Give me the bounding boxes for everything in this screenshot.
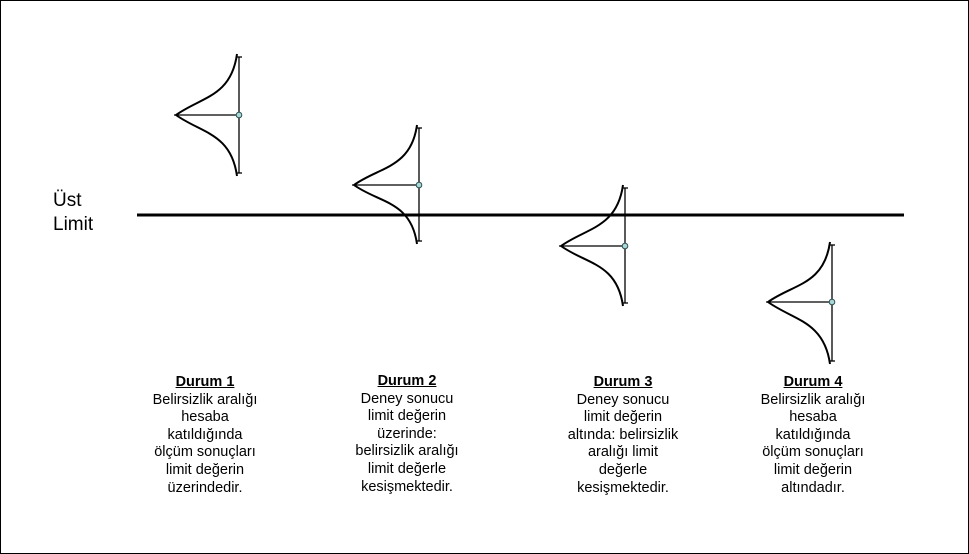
- distribution-glyph-3: [559, 184, 629, 307]
- case-text-line: değerle: [598, 461, 648, 478]
- normal-distribution-curve: [559, 184, 624, 307]
- distribution-glyph-2: [352, 124, 423, 245]
- case-text-line: üzerinde:: [377, 425, 437, 442]
- case-text-line: katıldığında: [775, 426, 851, 443]
- distribution-glyph-1: [174, 53, 243, 177]
- case-text-line: Deney sonucu: [360, 390, 454, 407]
- case-text-line: altındadır.: [781, 479, 845, 496]
- case-text-line: Belirsizlik aralığı: [760, 391, 866, 408]
- case-text-line: üzerindedir.: [167, 479, 243, 496]
- case-2-description: Durum 2 Deney sonucu limit değerin üzeri…: [317, 373, 497, 496]
- normal-distribution-curve: [352, 124, 418, 245]
- case-text-line: hesaba: [181, 409, 229, 426]
- upper-limit-label-line1: Üst: [53, 190, 82, 211]
- case-text-line: limit değerin: [367, 408, 447, 425]
- case-text-line: ölçüm sonuçları: [762, 444, 864, 461]
- distribution-glyph-4: [766, 241, 836, 365]
- case-4-description: Durum 4 Belirsizlik aralığı hesaba katıl…: [723, 374, 903, 497]
- case-text-line: aralığı limit: [587, 444, 659, 461]
- case-title: Durum 3: [593, 374, 653, 390]
- upper-limit-label: Üst Limit: [53, 189, 93, 237]
- case-text-line: limit değerin: [583, 409, 663, 426]
- case-text-line: limit değerin: [165, 461, 245, 478]
- measurement-result-marker: [415, 181, 423, 189]
- case-title: Durum 1: [175, 374, 235, 390]
- case-title: Durum 4: [783, 374, 843, 390]
- case-text-line: belirsizlik aralığı: [355, 443, 459, 460]
- case-text-line: Deney sonucu: [576, 391, 670, 408]
- case-text-line: hesaba: [789, 409, 837, 426]
- case-title: Durum 2: [377, 373, 437, 389]
- case-text-line: ölçüm sonuçları: [154, 444, 256, 461]
- case-text-line: kesişmektedir.: [577, 479, 669, 496]
- measurement-result-marker: [828, 298, 836, 306]
- case-3-description: Durum 3 Deney sonucu limit değerin altın…: [533, 374, 713, 497]
- normal-distribution-curve: [766, 241, 831, 365]
- case-text-line: kesişmektedir.: [361, 478, 453, 495]
- case-text-line: altında: belirsizlik: [567, 426, 679, 443]
- normal-distribution-curve: [174, 53, 238, 177]
- case-text-line: limit değerin: [773, 461, 853, 478]
- upper-limit-label-line2: Limit: [53, 214, 94, 235]
- case-text-line: limit değerle: [367, 460, 447, 477]
- case-text-line: katıldığında: [167, 426, 243, 443]
- measurement-result-marker: [621, 242, 629, 250]
- case-1-description: Durum 1 Belirsizlik aralığı hesaba katıl…: [115, 374, 295, 497]
- case-text-line: Belirsizlik aralığı: [152, 391, 258, 408]
- measurement-result-marker: [235, 111, 243, 119]
